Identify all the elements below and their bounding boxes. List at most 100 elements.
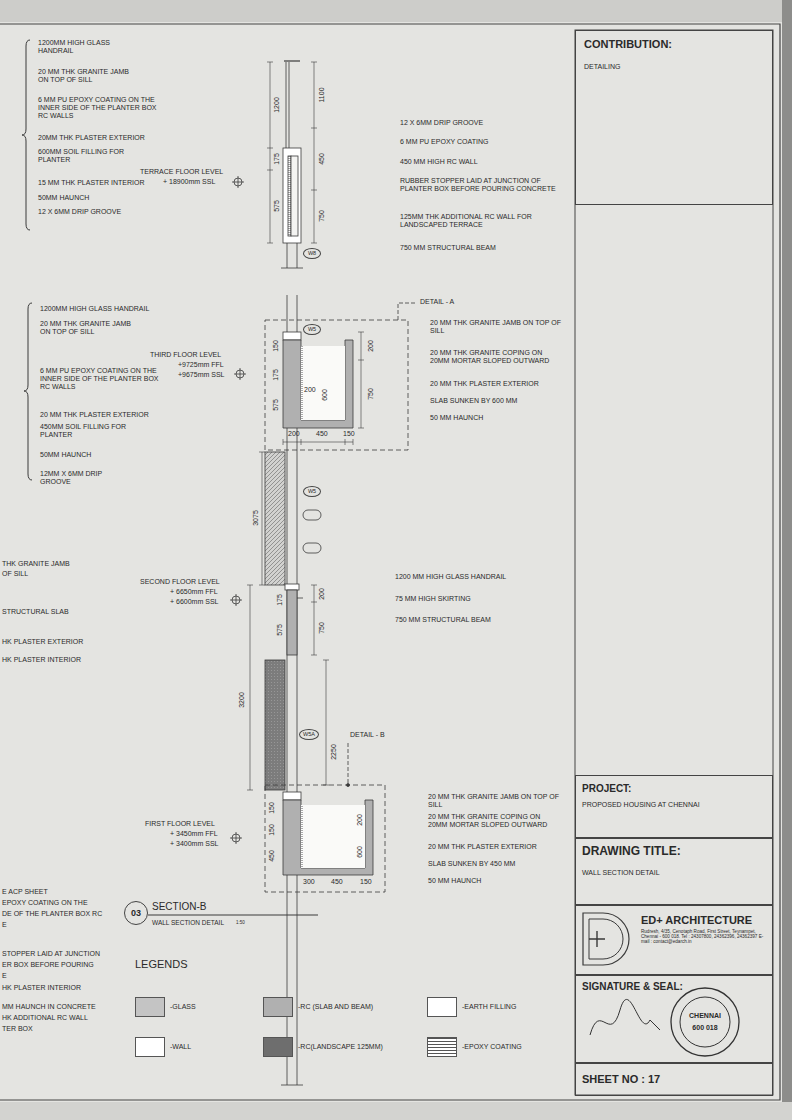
- detail-boundary: [265, 320, 408, 450]
- annotation-text: STOPPER LAID AT JUNCTION: [2, 950, 100, 958]
- window-tag: [303, 543, 321, 553]
- annotation-text: TER BOX: [2, 1025, 33, 1033]
- level-symbol: [230, 594, 242, 606]
- node-heading: 03: [131, 908, 141, 918]
- detail-leader: [348, 743, 349, 785]
- annotation-text: HK ADDITIONAL RC WALL: [2, 1014, 88, 1022]
- annotation-text: 450: [331, 878, 343, 886]
- annotation-text: 20 MM THK PLASTER EXTERIOR: [428, 843, 537, 851]
- annotation-text: 150: [343, 430, 355, 438]
- granite-jamb: [283, 792, 301, 800]
- annotation-text: SECOND FLOOR LEVEL: [140, 578, 220, 586]
- annotation-text: ER BOX BEFORE POURING: [2, 961, 94, 969]
- annotation-text: 200: [288, 430, 300, 438]
- dimension-text: 150: [272, 340, 280, 352]
- annotation-text: STRUCTURAL SLAB: [2, 608, 69, 616]
- annotation-text: 450: [316, 430, 328, 438]
- annotation-text: 1200 MM HIGH GLASS HANDRAIL: [395, 573, 506, 581]
- dimension-text: 150: [268, 824, 276, 836]
- annotation-text: 20 MM THK GRANITE COPING ON 20MM MORTAR …: [428, 813, 556, 829]
- window-tag: W5A: [299, 729, 319, 740]
- window-tag: W5: [303, 324, 321, 335]
- node-body: WALL SECTION DETAIL: [582, 869, 766, 877]
- legend-label: -GLASS: [170, 1003, 196, 1010]
- annotation-text: E: [2, 972, 7, 980]
- legend-swatch: [427, 1037, 457, 1057]
- dimension-text: 1100: [318, 87, 326, 102]
- structural-beam: [287, 590, 297, 655]
- annotation-text: 15 MM THK PLASTER INTERIOR: [38, 179, 144, 187]
- annotation-text: 450MM SOIL FILLING FOR PLANTER: [40, 423, 150, 439]
- annotation-text: 20 MM THK GRANITE JAMB ON TOP OF SILL: [38, 68, 138, 84]
- node-body: Rudresh, 4/35, Cenotaph Road, First Stre…: [641, 929, 766, 945]
- section-marker: 03: [124, 901, 148, 925]
- dimension-text: 175: [273, 153, 281, 165]
- title-block-cell: ED+ ARCHITECTURERudresh, 4/35, Cenotaph …: [575, 905, 773, 975]
- dimension-text: 3200: [238, 692, 246, 708]
- legend-swatch: [263, 997, 293, 1017]
- annotation-text: + 6600mm SSL: [170, 598, 218, 606]
- level-symbol: [230, 832, 242, 844]
- annotation-text: 6 MM PU EPOXY COATING ON THE INNER SIDE …: [38, 96, 160, 120]
- section-subtitle: WALL SECTION DETAIL: [152, 919, 224, 926]
- granite-jamb: [283, 332, 301, 340]
- legend-heading: LEGENDS: [135, 958, 188, 971]
- dimension-text: 750: [367, 388, 375, 400]
- note-bracket: [22, 40, 30, 230]
- legend-label: -EARTH FILLING: [462, 1003, 516, 1010]
- annotation-text: 6 MM PU EPOXY COATING ON THE INNER SIDE …: [40, 367, 160, 391]
- annotation-text: EPOXY COATING ON THE: [2, 899, 88, 907]
- annotation-text: HK PLASTER INTERIOR: [2, 984, 81, 992]
- node-heading: DRAWING TITLE:: [582, 845, 766, 859]
- dimension-text: 600: [321, 389, 329, 401]
- dimension-line: [358, 332, 364, 428]
- dimension-line: [267, 62, 273, 243]
- annotation-text: 20 MM THK GRANITE JAMB ON TOP OF SILL: [428, 793, 563, 809]
- annotation-text: 1200MM HIGH GLASS HANDRAIL: [40, 305, 149, 313]
- dimension-text: 150: [268, 802, 276, 814]
- title-block-cell: DRAWING TITLE: WALL SECTION DETAIL: [575, 838, 773, 905]
- dimension-text: 600: [356, 846, 364, 858]
- node-body: PROPOSED HOUSING AT CHENNAI: [582, 801, 707, 809]
- wall-line: [287, 243, 297, 268]
- annotation-text: 20 MM THK GRANITE JAMB ON TOP OF SILL: [40, 320, 140, 336]
- note-bracket: [24, 303, 32, 480]
- annotation-text: DE OF THE PLANTER BOX RC: [2, 910, 102, 918]
- node-heading: W5A: [303, 731, 315, 737]
- annotation-text: MM HAUNCH IN CONCRETE: [2, 1003, 96, 1011]
- dimension-text: 175: [272, 369, 280, 381]
- annotation-text: RUBBER STOPPER LAID AT JUNCTION OF PLANT…: [400, 177, 568, 193]
- annotation-text: 600MM SOIL FILLING FOR PLANTER: [38, 148, 143, 164]
- annotation-text: 12 X 6MM DRIP GROOVE: [400, 119, 483, 127]
- node-heading: PROJECT:: [582, 783, 766, 795]
- dimension-text: 750: [318, 622, 326, 634]
- annotation-text: 20 MM THK PLASTER EXTERIOR: [430, 380, 539, 388]
- legend-label: -WALL: [170, 1043, 191, 1050]
- window-tag: W8: [303, 248, 321, 259]
- epoxy-coating: [301, 805, 303, 868]
- photo-margin: [782, 0, 792, 1120]
- annotation-text: 200: [304, 386, 316, 394]
- annotation-text: E: [2, 921, 7, 929]
- node-heading: CONTRIBUTION:: [584, 38, 764, 51]
- annotation-text: 750 MM STRUCTURAL BEAM: [400, 244, 496, 252]
- annotation-text: + 3450mm FFL: [170, 830, 218, 838]
- dimension-text: 2250: [330, 744, 338, 760]
- annotation-text: + 18900mm SSL: [163, 178, 215, 186]
- break-line: [281, 268, 303, 269]
- annotation-text: + 3400mm SSL: [170, 840, 218, 848]
- epoxy-coating: [288, 156, 291, 236]
- annotation-text: HK PLASTER INTERIOR: [2, 656, 81, 664]
- dimension-line: [323, 660, 329, 785]
- dimension-line: [283, 439, 353, 445]
- legend-label: -RC(LANDSCAPE 125MM): [298, 1043, 383, 1050]
- title-block-cell: SHEET NO : 17: [575, 1063, 773, 1096]
- detail-callout: DETAIL - B: [350, 731, 385, 739]
- legend-swatch: [135, 1037, 165, 1057]
- node-heading: SIGNATURE & SEAL:: [582, 981, 766, 993]
- epoxy-coating: [301, 346, 303, 420]
- title-block-frame: [575, 30, 773, 1095]
- soil-filling: [301, 805, 365, 868]
- annotation-text: SLAB SUNKEN BY 450 MM: [428, 860, 515, 868]
- dimension-text: 175: [276, 594, 284, 606]
